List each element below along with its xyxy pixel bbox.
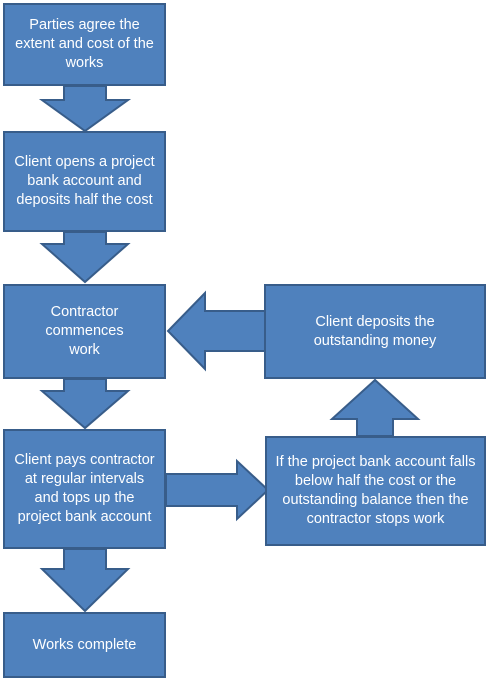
arrow-deposits-to-commence bbox=[166, 290, 266, 372]
arrow-pays-to-complete bbox=[39, 548, 131, 613]
step-agree-label: Parties agree the extent and cost of the… bbox=[15, 17, 154, 71]
step-agree: Parties agree the extent and cost of the… bbox=[3, 3, 166, 86]
step-open-account-label: Client opens a project bank account and … bbox=[14, 154, 155, 208]
arrow-commence-to-pays bbox=[39, 378, 131, 430]
arrow-agree-to-open-account bbox=[38, 85, 132, 133]
arrow-falls-below-to-deposits bbox=[329, 378, 421, 437]
arrow-pays-to-falls-below bbox=[165, 458, 270, 522]
step-falls-below: If the project bank account falls below … bbox=[265, 436, 486, 546]
step-deposits: Client deposits the outstanding money bbox=[264, 284, 486, 379]
step-pays: Client pays contractor at regular interv… bbox=[3, 429, 166, 549]
step-open-account: Client opens a project bank account and … bbox=[3, 131, 166, 232]
step-falls-below-label: If the project bank account falls below … bbox=[275, 454, 476, 527]
step-complete-label: Works complete bbox=[32, 636, 137, 653]
step-commence: Contractor commences work bbox=[3, 284, 166, 379]
arrow-open-account-to-commence bbox=[39, 231, 131, 284]
step-commence-label: Contractor commences work bbox=[45, 304, 124, 358]
step-pays-label: Client pays contractor at regular interv… bbox=[14, 452, 155, 525]
step-complete: Works complete bbox=[3, 612, 166, 678]
step-deposits-label: Client deposits the outstanding money bbox=[313, 313, 437, 349]
